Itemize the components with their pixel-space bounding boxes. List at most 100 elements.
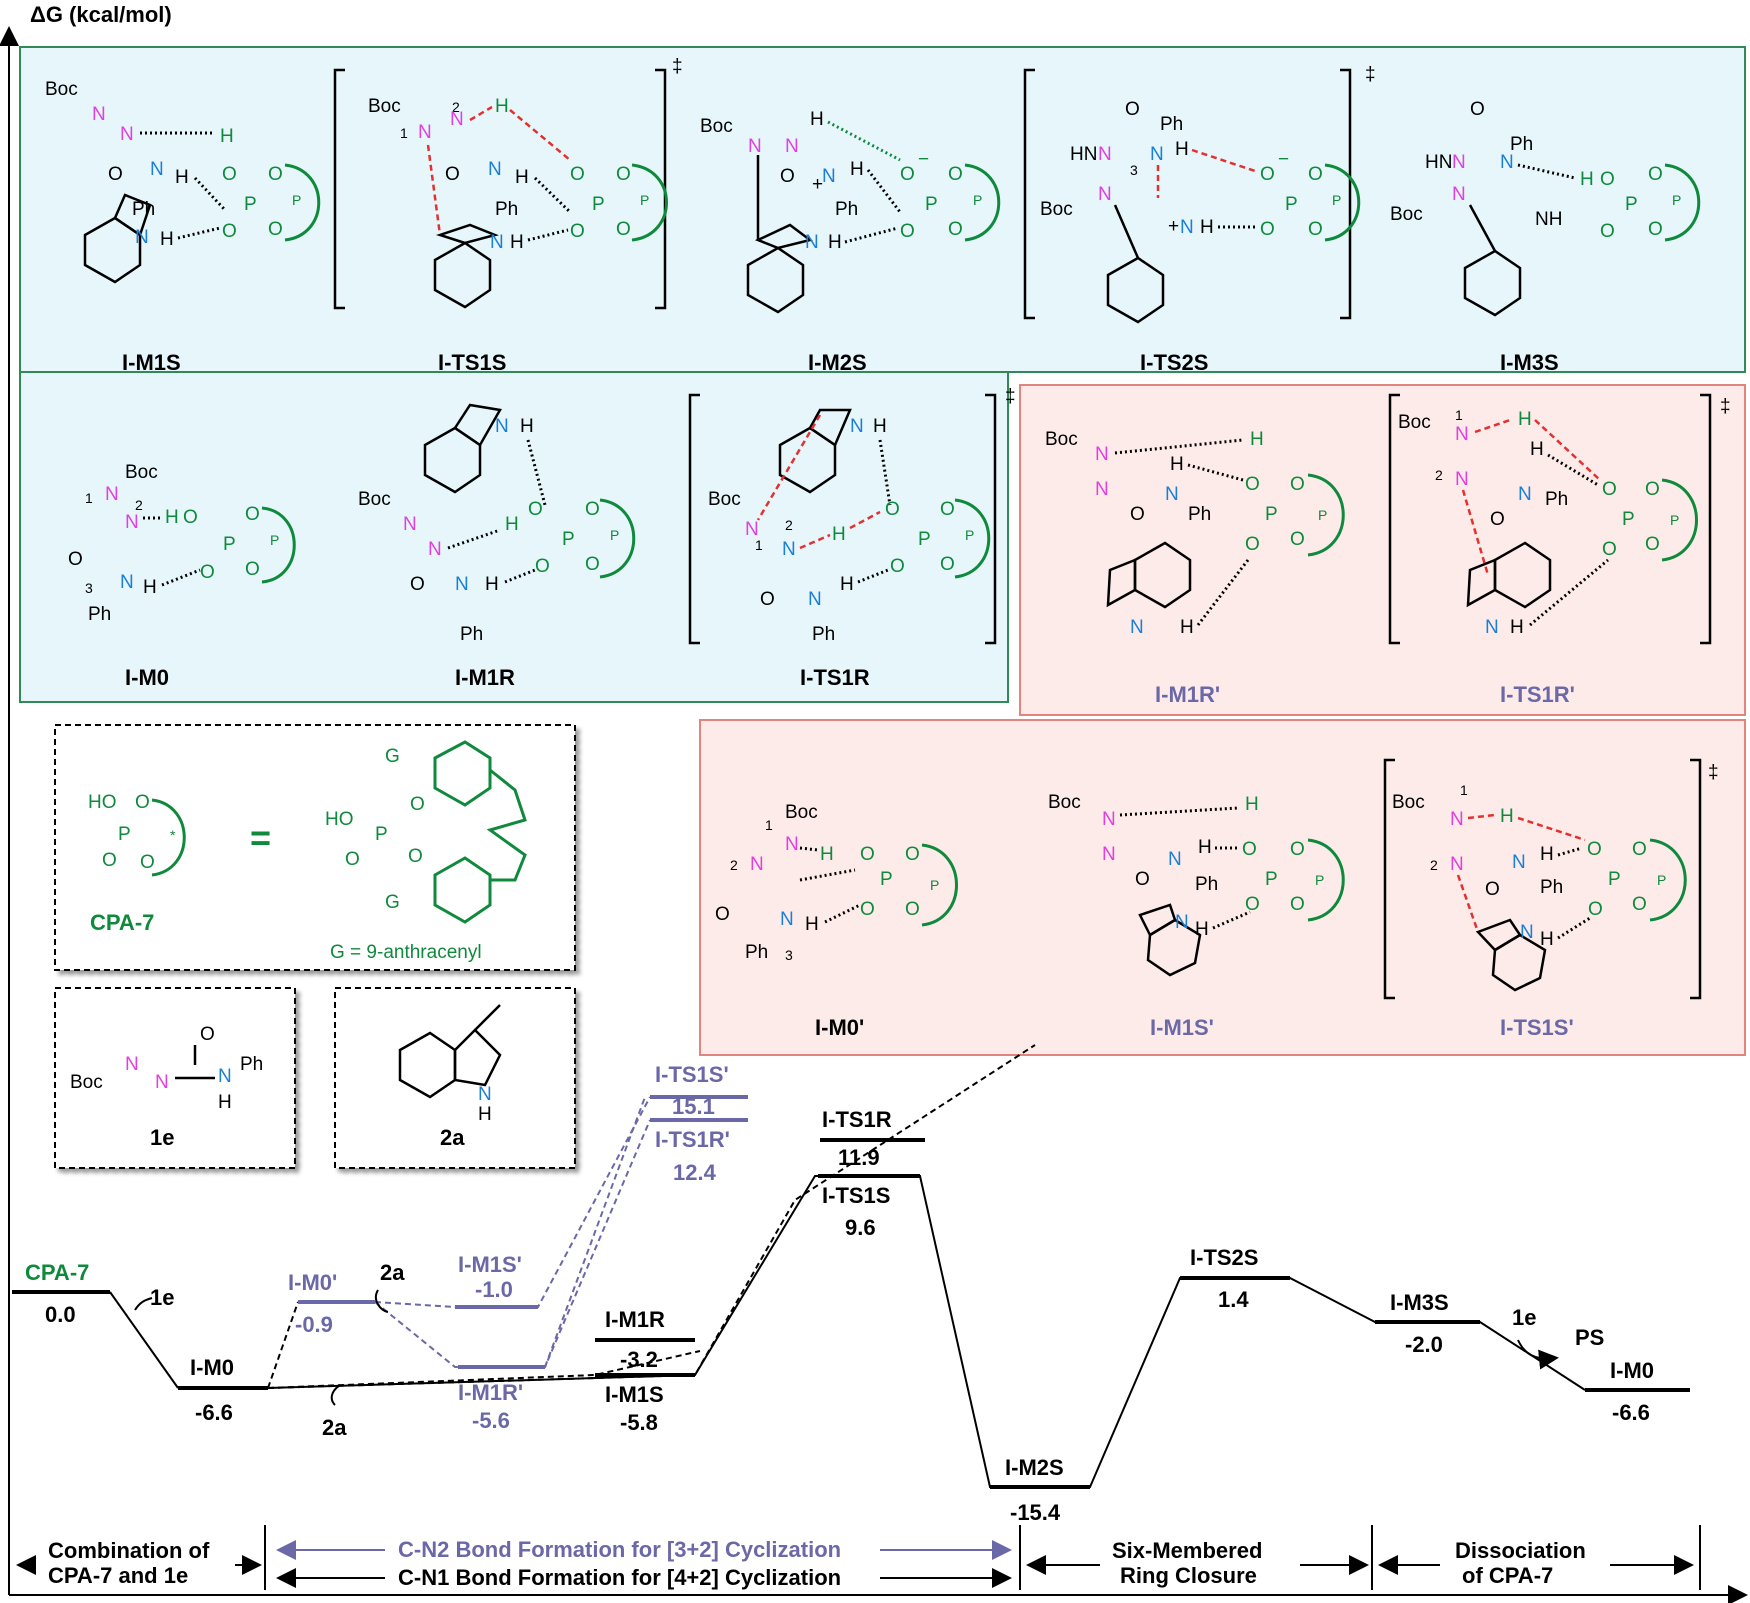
- svg-text:O: O: [1245, 474, 1260, 495]
- svg-text:H: H: [143, 577, 157, 598]
- svg-text:3: 3: [1130, 162, 1138, 178]
- svg-text:I-M0: I-M0: [190, 1355, 234, 1380]
- svg-text:P: P: [1657, 872, 1666, 888]
- structure-i-m1s: Boc N N H O N H Ph O P O O O P N H I-M1S: [45, 79, 321, 375]
- svg-text:N: N: [1450, 854, 1464, 875]
- svg-text:Ph: Ph: [240, 1054, 263, 1075]
- svg-text:O: O: [585, 554, 600, 575]
- svg-text:O: O: [200, 562, 215, 583]
- svg-text:Ph: Ph: [1545, 489, 1568, 510]
- svg-text:N: N: [805, 232, 819, 253]
- svg-text:P: P: [918, 529, 931, 550]
- svg-text:N: N: [125, 1054, 139, 1075]
- svg-text:Boc: Boc: [1045, 429, 1078, 450]
- svg-text:N: N: [1095, 479, 1109, 500]
- svg-text:O: O: [885, 499, 900, 520]
- svg-text:H: H: [175, 167, 189, 188]
- svg-text:PS: PS: [1575, 1325, 1604, 1350]
- svg-text:P: P: [1608, 869, 1621, 890]
- svg-text:O: O: [68, 549, 83, 570]
- svg-text:O: O: [1308, 164, 1323, 185]
- structure-i-m0: Boc 1 N 2 N H O O 3 N H Ph P O O O P I-M…: [68, 462, 296, 690]
- svg-text:H: H: [495, 96, 509, 117]
- svg-text:I-M2S: I-M2S: [1005, 1455, 1064, 1480]
- svg-text:O: O: [528, 499, 543, 520]
- svg-text:P: P: [880, 869, 893, 890]
- svg-text:O: O: [1602, 539, 1617, 560]
- svg-text:+: +: [1168, 216, 1179, 237]
- svg-text:P: P: [1670, 512, 1679, 528]
- svg-text:P: P: [375, 824, 388, 845]
- svg-text:C-N1 Bond Formation for [4+2]: C-N1 Bond Formation for [4+2] Cyclizatio…: [398, 1565, 841, 1590]
- svg-text:3: 3: [785, 947, 793, 963]
- svg-text:P: P: [925, 194, 938, 215]
- svg-text:I-M3S: I-M3S: [1500, 350, 1559, 375]
- svg-text:O: O: [900, 164, 915, 185]
- svg-text:O: O: [1490, 509, 1505, 530]
- svg-text:O: O: [1632, 839, 1647, 860]
- svg-text:I-TS1R': I-TS1R': [655, 1127, 730, 1152]
- svg-text:H: H: [1250, 429, 1264, 450]
- svg-text:Ph: Ph: [1510, 134, 1533, 155]
- svg-text:−: −: [918, 149, 929, 170]
- svg-text:-1.0: -1.0: [475, 1277, 513, 1302]
- svg-text:‡: ‡: [1720, 396, 1731, 417]
- svg-text:I-TS2S: I-TS2S: [1140, 350, 1208, 375]
- svg-text:O: O: [570, 221, 585, 242]
- svg-text:Boc: Boc: [1040, 199, 1073, 220]
- svg-text:I-M0': I-M0': [815, 1015, 864, 1040]
- svg-text:O: O: [1588, 899, 1603, 920]
- svg-text:O: O: [1600, 221, 1615, 242]
- svg-text:I-M1S: I-M1S: [605, 1382, 664, 1407]
- svg-text:H: H: [160, 229, 174, 250]
- svg-text:‡: ‡: [1708, 762, 1719, 783]
- svg-text:N: N: [1102, 809, 1116, 830]
- svg-text:N: N: [105, 484, 119, 505]
- svg-text:N: N: [1175, 912, 1189, 933]
- svg-text:P: P: [1625, 194, 1638, 215]
- svg-text:N: N: [150, 159, 164, 180]
- svg-text:O: O: [570, 164, 585, 185]
- structure-i-ts1r-prime: ‡ Boc 1 N H 2 N H O N Ph O P O O O P N H…: [1388, 393, 1731, 707]
- svg-text:0.0: 0.0: [45, 1302, 76, 1327]
- svg-text:P: P: [1315, 872, 1324, 888]
- svg-text:O: O: [1290, 894, 1305, 915]
- svg-text:H: H: [1530, 439, 1544, 460]
- svg-text:O: O: [222, 164, 237, 185]
- svg-text:Ph: Ph: [1540, 877, 1563, 898]
- svg-text:N: N: [418, 122, 432, 143]
- svg-text:H: H: [478, 1104, 492, 1125]
- svg-text:O: O: [1125, 99, 1140, 120]
- svg-text:Ph: Ph: [88, 604, 111, 625]
- svg-text:2: 2: [785, 517, 793, 533]
- svg-text:HN: HN: [1070, 144, 1097, 165]
- svg-text:Boc: Boc: [70, 1072, 103, 1093]
- svg-text:O: O: [1260, 164, 1275, 185]
- svg-text:N: N: [1455, 424, 1469, 445]
- svg-text:Ph: Ph: [745, 942, 768, 963]
- svg-text:-6.6: -6.6: [195, 1400, 233, 1425]
- svg-text:N: N: [1520, 922, 1534, 943]
- svg-text:Ring Closure: Ring Closure: [1120, 1563, 1257, 1588]
- svg-text:P: P: [640, 192, 649, 208]
- svg-text:Ph: Ph: [495, 199, 518, 220]
- svg-text:N: N: [403, 514, 417, 535]
- svg-text:H: H: [873, 416, 887, 437]
- svg-text:O: O: [245, 504, 260, 525]
- svg-text:H: H: [1200, 217, 1214, 238]
- svg-text:HN: HN: [1425, 152, 1452, 173]
- svg-text:H: H: [850, 159, 864, 180]
- svg-text:N: N: [850, 416, 864, 437]
- svg-text:O: O: [1600, 169, 1615, 190]
- cpa-note: G = 9-anthracenyl: [330, 942, 482, 963]
- svg-text:O: O: [1645, 479, 1660, 500]
- svg-text:H: H: [515, 167, 529, 188]
- svg-text:H: H: [832, 524, 846, 545]
- svg-text:P: P: [610, 527, 619, 543]
- svg-text:I-M3S: I-M3S: [1390, 1290, 1449, 1315]
- svg-text:2: 2: [1435, 467, 1443, 483]
- svg-text:N: N: [155, 1072, 169, 1093]
- svg-text:I-TS1R: I-TS1R: [800, 665, 870, 690]
- svg-text:N: N: [1095, 444, 1109, 465]
